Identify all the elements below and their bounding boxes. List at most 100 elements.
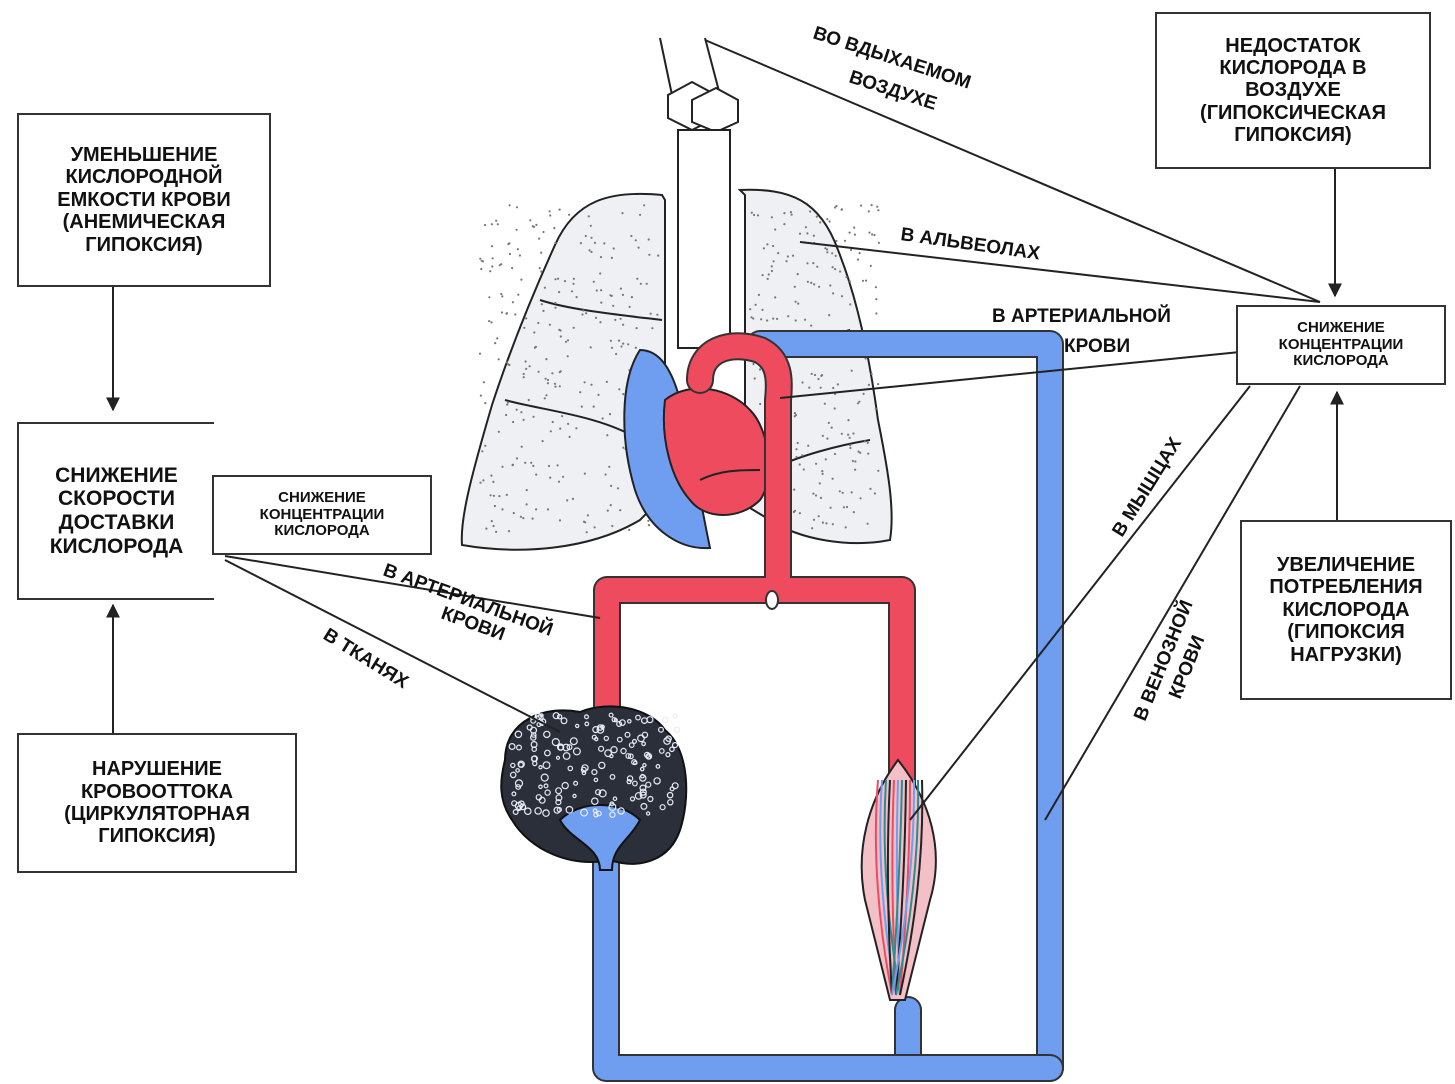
lung-dot — [844, 240, 846, 242]
lung-dot — [793, 489, 795, 491]
lung-dot — [868, 232, 870, 234]
lung-dot — [606, 381, 608, 383]
lung-dot — [573, 278, 575, 280]
lung-dot — [809, 210, 811, 212]
lung-dot — [554, 278, 556, 280]
lung-dot — [588, 215, 590, 217]
lung-dot — [860, 205, 862, 207]
lung-dot — [523, 419, 525, 421]
delivery-concentration-text: СНИЖЕНИЕ КОНЦЕНТРАЦИИ КИСЛОРОДА — [260, 490, 385, 540]
lung-dot — [648, 524, 650, 526]
lung-dot — [485, 528, 487, 530]
lung-dot — [492, 481, 494, 483]
lung-dot — [869, 488, 871, 490]
lung-dot — [568, 214, 570, 216]
lung-dot — [558, 329, 560, 331]
lung-dot — [825, 458, 827, 460]
lung-dot — [561, 415, 563, 417]
lung-dot — [867, 453, 869, 455]
lung-dot — [829, 284, 831, 286]
lung-dot — [576, 296, 578, 298]
lung-dot — [560, 370, 562, 372]
lung-dot — [820, 387, 822, 389]
lung-dot — [524, 462, 526, 464]
lung-dot — [494, 342, 496, 344]
lung-dot — [490, 321, 492, 323]
lung-dot — [854, 469, 856, 471]
lung-dot — [605, 473, 607, 475]
lung-dot — [813, 283, 815, 285]
lung-dot — [752, 363, 754, 365]
lung-dot — [811, 527, 813, 529]
lung-dot — [819, 482, 821, 484]
lung-dot — [596, 289, 598, 291]
lung-dot — [853, 511, 855, 513]
lung-dot — [559, 209, 561, 211]
lung-dot — [749, 308, 751, 310]
lung-dot — [609, 413, 611, 415]
lung-dot — [506, 312, 508, 314]
lung-dot — [538, 238, 540, 240]
lung-dot — [586, 531, 588, 533]
lung-dot — [565, 341, 567, 343]
lung-dot — [508, 242, 510, 244]
lung-dot — [636, 327, 638, 329]
lung-dot — [806, 232, 808, 234]
lung-dot — [482, 479, 484, 481]
lung-dot — [532, 465, 534, 467]
lung-dot — [766, 243, 768, 245]
lung-dot — [611, 347, 613, 349]
lung-dot — [514, 313, 516, 315]
lung-dot — [631, 296, 633, 298]
lung-dot — [831, 252, 833, 254]
lung-dot — [559, 385, 561, 387]
lung-dot — [491, 520, 493, 522]
lung-dot — [611, 525, 613, 527]
lung-dot — [581, 406, 583, 408]
lung-dot — [849, 444, 851, 446]
lung-dot — [751, 212, 753, 214]
lung-dot — [498, 431, 500, 433]
lung-dot — [759, 403, 761, 405]
lung-dot — [812, 262, 814, 264]
lung-dot — [826, 438, 828, 440]
lung-dot — [849, 280, 851, 282]
lung-dot — [590, 237, 592, 239]
oxygen-concentration-text: СНИЖЕНИЕ КОНЦЕНТРАЦИИ КИСЛОРОДА — [1279, 320, 1404, 370]
lung-dot — [585, 312, 587, 314]
lung-dot — [832, 523, 834, 525]
lung-dot — [622, 324, 624, 326]
lung-dot — [849, 447, 851, 449]
lung-dot — [807, 445, 809, 447]
lung-dot — [599, 321, 601, 323]
lung-dot — [498, 358, 500, 360]
lung-dot — [512, 301, 514, 303]
lung-dot — [593, 281, 595, 283]
lung-dot — [529, 219, 531, 221]
lung-dot — [847, 434, 849, 436]
lung-dot — [794, 510, 796, 512]
lung-dot — [622, 294, 624, 296]
lung-dot — [816, 216, 818, 218]
lung-dot — [516, 457, 518, 459]
lung-dot — [795, 456, 797, 458]
lung-dot — [828, 314, 830, 316]
lung-dot — [849, 303, 851, 305]
lung-dot — [610, 340, 612, 342]
lung-dot — [542, 231, 544, 233]
lung-dot — [507, 401, 509, 403]
lung-dot — [600, 302, 602, 304]
lung-dot — [868, 384, 870, 386]
lung-dot — [594, 526, 596, 528]
lung-dot — [539, 267, 541, 269]
lung-dot — [772, 245, 774, 247]
lung-dot — [622, 343, 624, 345]
lung-dot — [787, 255, 789, 257]
label-alveoli: В АЛЬВЕОЛАХ — [899, 224, 1041, 264]
lung-dot — [842, 492, 844, 494]
lung-dot — [525, 317, 527, 319]
lung-dot — [612, 305, 614, 307]
lung-dot — [651, 327, 653, 329]
lung-dot — [540, 271, 542, 273]
lung-dot — [818, 286, 820, 288]
